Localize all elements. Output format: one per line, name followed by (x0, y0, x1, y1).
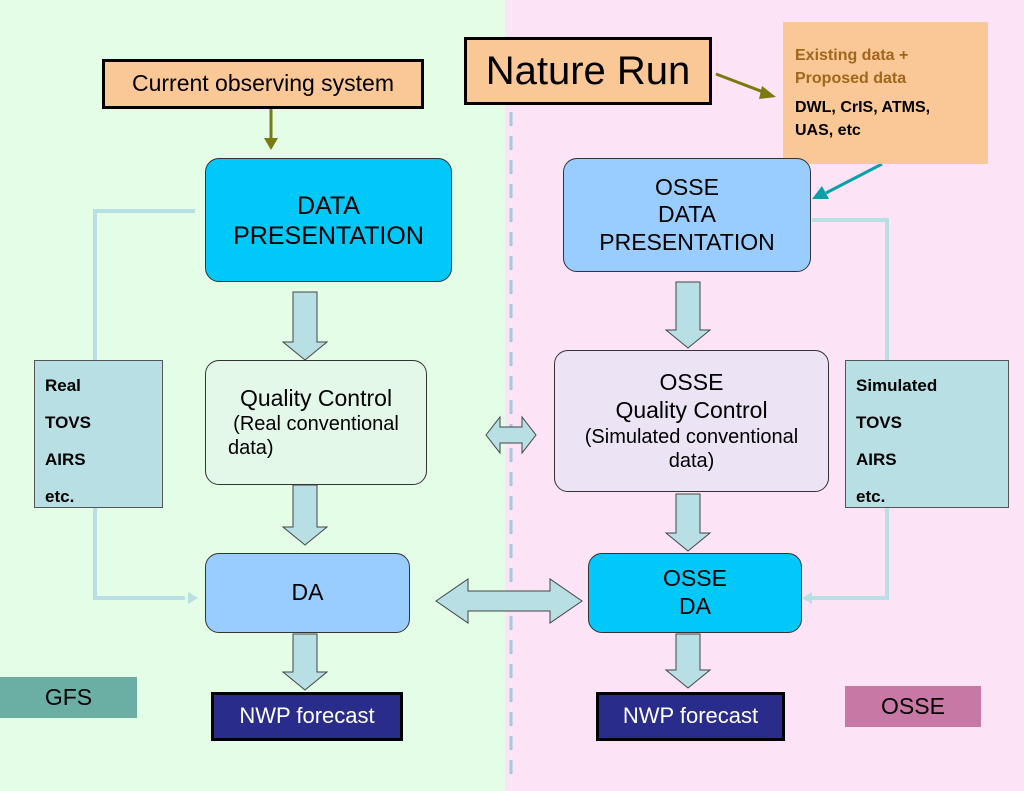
existing-to-osse-arrow (825, 162, 883, 195)
gfs-tag-label: GFS (44, 683, 93, 710)
osse-da-box: OSSE DA (588, 553, 802, 633)
left-arrow-qc-to-da (281, 484, 329, 546)
osse-da-line1: OSSE (663, 565, 727, 592)
left-data-presentation-box: DATA PRESENTATION (205, 158, 452, 282)
simulated-observations-box: Simulated TOVS AIRS etc. (845, 360, 1009, 508)
simulated-tovs-label: TOVS (856, 413, 902, 432)
gfs-tag: GFS (0, 677, 137, 718)
simulated-etc-label: etc. (856, 487, 886, 506)
right-arrow-da-to-nwp (664, 633, 712, 689)
simulated-airs-label: AIRS (856, 450, 897, 469)
osse-nwp-forecast-label: NWP forecast (622, 703, 759, 729)
current-observing-system-label: Current observing system (131, 70, 395, 97)
real-airs-label: AIRS (45, 450, 86, 469)
osse-tag: OSSE (845, 686, 981, 727)
left-feedback-arrowhead (188, 592, 198, 604)
nature-run-box: Nature Run (464, 37, 712, 105)
right-arrow-qc-to-da (664, 493, 712, 552)
right-arrow-dp-to-qc (664, 281, 712, 349)
real-tovs-label: TOVS (45, 413, 91, 432)
left-qc-subtitle-2: data) (228, 437, 274, 460)
left-arrow-dp-to-qc (281, 291, 329, 361)
left-data-presentation-line1: DATA (297, 192, 360, 220)
left-nwp-forecast-box: NWP forecast (211, 692, 403, 741)
current-observing-system-box: Current observing system (102, 59, 424, 109)
instrument-list-label-2: UAS, etc (795, 122, 861, 139)
right-feedback-arrowhead (802, 592, 812, 604)
proposed-data-label: Proposed data (795, 70, 907, 87)
left-arrow-da-to-nwp (281, 633, 329, 691)
osse-qc-line2: Quality Control (615, 397, 768, 423)
da-double-arrow (435, 578, 583, 624)
left-da-label: DA (291, 579, 324, 606)
left-quality-control-box: Quality Control (Real conventional data) (205, 360, 427, 485)
osse-dp-line2: DATA (658, 201, 716, 228)
osse-data-presentation-box: OSSE DATA PRESENTATION (563, 158, 811, 272)
osse-dp-line3: PRESENTATION (599, 228, 775, 255)
osse-tag-label: OSSE (881, 692, 945, 719)
nature-run-to-existing-arrow (715, 72, 767, 95)
left-qc-subtitle: (Real conventional (233, 413, 399, 436)
qc-double-arrow (485, 415, 537, 455)
nature-run-label: Nature Run (485, 49, 691, 93)
osse-qc-line3: (Simulated conventional (584, 425, 799, 448)
osse-da-line2: DA (679, 593, 711, 619)
left-nwp-forecast-label: NWP forecast (239, 703, 375, 729)
instrument-list-label: DWL, CrIS, ATMS, (795, 99, 931, 116)
left-da-box: DA (205, 553, 410, 633)
osse-qc-line4: data) (668, 449, 715, 472)
osse-quality-control-box: OSSE Quality Control (Simulated conventi… (554, 350, 829, 492)
left-qc-title: Quality Control (239, 384, 393, 411)
real-observations-box: Real TOVS AIRS etc. (34, 360, 163, 508)
osse-qc-line1: OSSE (659, 369, 724, 396)
left-data-presentation-line2: PRESENTATION (233, 222, 424, 250)
osse-dp-line1: OSSE (655, 173, 719, 200)
osse-nwp-forecast-box: NWP forecast (596, 692, 785, 741)
simulated-label: Simulated (856, 376, 938, 395)
real-etc-label: etc. (45, 487, 75, 506)
existing-data-label: Existing data + (795, 47, 909, 64)
real-label: Real (45, 376, 81, 395)
existing-proposed-data-box: Existing data + Proposed data DWL, CrIS,… (783, 22, 988, 164)
